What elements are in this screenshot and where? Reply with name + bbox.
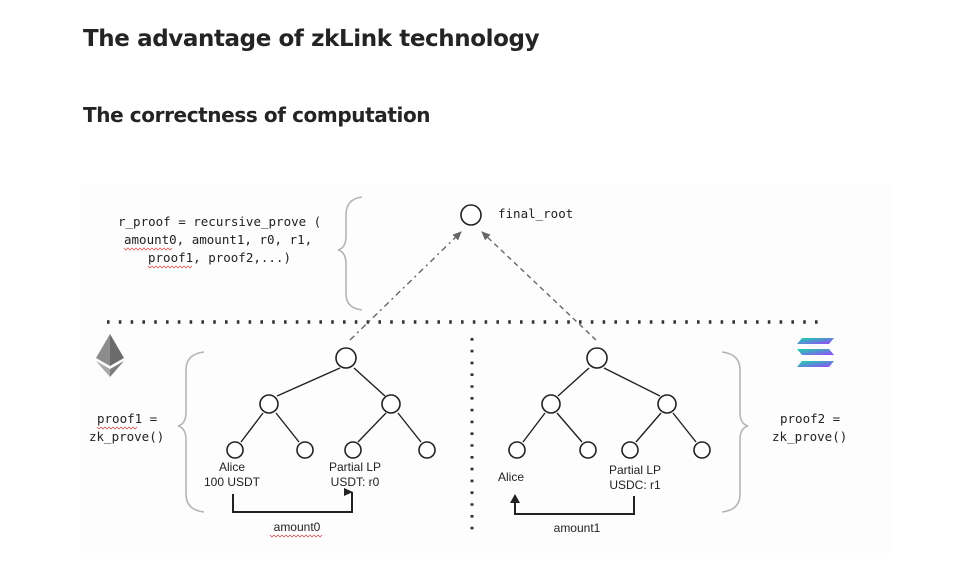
amount1-label: amount1 [554,521,601,535]
left-partial-lp-balance: USDT: r0 [331,475,380,489]
svg-text:proof1, proof2,...): proof1, proof2,...) [148,250,291,265]
right-merkle-tree [508,347,711,459]
svg-text:zk_prove(): zk_prove() [89,429,164,444]
tree-node [657,394,677,414]
proof2-label: proof2 = zk_prove() [772,411,847,444]
leaf-node [418,441,436,459]
right-partial-lp-balance: USDC: r1 [609,478,661,492]
proof1-label: proof1 = zk_prove() [89,411,164,444]
amount0-label: amount0 [274,520,321,534]
right-root-arrow [481,231,597,341]
tree-node [541,394,561,414]
zklink-diagram [80,185,892,553]
svg-text:r_proof = recursive_prove (: r_proof = recursive_prove ( [118,214,321,229]
final-root-label: final_root [498,206,573,221]
left-partial-lp-label: Partial LP [329,460,381,474]
left-merkle-tree [226,347,436,459]
solana-icon [797,338,834,367]
tree-node [381,394,401,414]
proof1-brace [177,351,205,513]
leaf-node [693,441,711,459]
amount1-transfer-arrow [514,496,635,515]
svg-text:zk_prove(): zk_prove() [772,429,847,444]
svg-text:proof1 =: proof1 = [97,411,157,426]
svg-text:proof2 =: proof2 = [780,411,840,426]
leaf-node-partial-lp [344,441,362,459]
page-title: The advantage of zkLink technology [83,26,540,52]
left-root-arrow [349,231,462,341]
left-alice-label: Alice [219,460,245,474]
tree-node [259,394,279,414]
proof2-brace [721,351,749,513]
leaf-node-partial-lp [621,441,639,459]
formula-brace [337,196,363,311]
tree-root-node [586,347,608,369]
leaf-node-alice [226,441,244,459]
right-alice-label: Alice [498,470,524,484]
amount1-arrow-head [510,494,520,503]
final-root-node [460,204,482,226]
leaf-node [296,441,314,459]
section-heading: The correctness of computation [83,103,431,127]
svg-text:amount0, amount1, r0, r1,: amount0, amount1, r0, r1, [124,232,312,247]
recursive-proof-formula: r_proof = recursive_prove ( amount0, amo… [118,214,321,269]
tree-root-node [335,347,357,369]
amount0-transfer-arrow [232,488,353,513]
ethereum-icon [96,334,124,377]
left-alice-balance: 100 USDT [204,475,261,489]
right-partial-lp-label: Partial LP [609,463,661,477]
leaf-node-alice [508,441,526,459]
leaf-node [579,441,597,459]
